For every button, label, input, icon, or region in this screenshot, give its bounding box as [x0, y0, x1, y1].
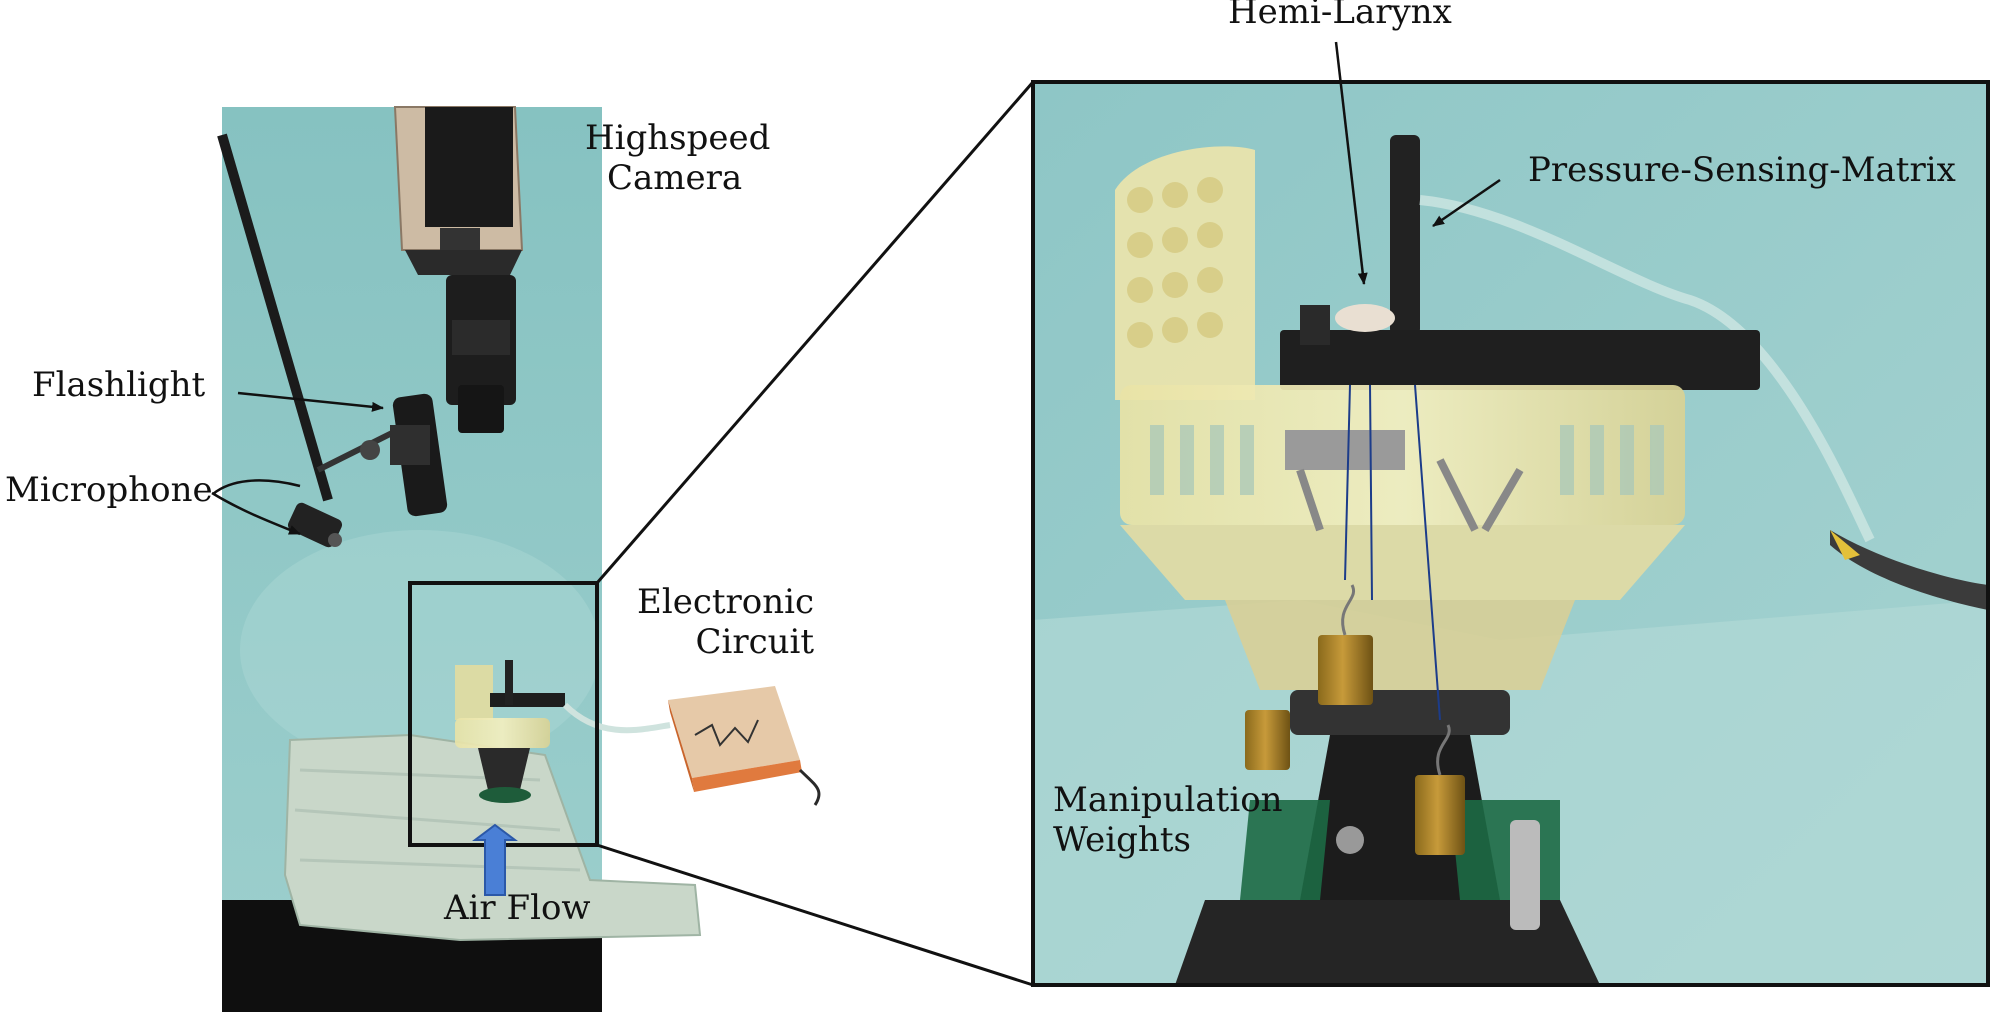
- microphone-boom: [217, 133, 400, 502]
- highspeed-camera-label-line1: Highspeed: [585, 118, 771, 158]
- microphone-cable: [212, 479, 301, 495]
- detail-photo: [1031, 80, 1990, 987]
- microphone: [287, 502, 343, 548]
- setup-photo-light-wash: [240, 530, 600, 770]
- pressure-sensing-film: [1419, 195, 1875, 543]
- springs: [1296, 458, 1524, 533]
- microphone-arrow: [211, 491, 301, 536]
- hemi-larynx-label: Hemi-Larynx: [1228, 0, 1452, 32]
- pressure-sensing-matrix-label: Pressure-Sensing-Matrix: [1528, 150, 1956, 190]
- larynx-model-small: [455, 660, 565, 803]
- highspeed-camera-label: Highspeed Camera: [585, 118, 770, 198]
- electronic-circuit-box: [668, 686, 821, 806]
- electronic-circuit-label: Electronic Circuit: [637, 582, 814, 662]
- microphone-label: Microphone: [5, 470, 213, 510]
- electronic-circuit-label-line2: Circuit: [695, 622, 815, 663]
- setup-photo: [217, 106, 821, 1012]
- manipulation-weights: [1245, 584, 1465, 855]
- zoom-connector-top: [595, 81, 1035, 584]
- flashlight-label: Flashlight: [32, 365, 206, 405]
- flashlight-arrow: [237, 391, 384, 412]
- air-flow-label: Air Flow: [444, 888, 591, 928]
- perforated-column: [1115, 146, 1255, 400]
- sensor-cable: [562, 702, 671, 734]
- highspeed-camera: [393, 106, 524, 433]
- annotation-arrows: [211, 41, 1501, 536]
- hemi-larynx-tissue: [1335, 304, 1395, 332]
- manipulation-weights-label-line2: Weights: [1053, 820, 1191, 861]
- flashlight: [360, 393, 448, 517]
- vertical-support-bar: [1390, 135, 1420, 335]
- electronic-circuit-label-line1: Electronic: [637, 582, 815, 622]
- sensor-strip-tip: [1830, 530, 1860, 560]
- up-arrow-icon: [472, 823, 518, 896]
- top-plate-stub: [1300, 305, 1330, 345]
- pressure-sensing-matrix-arrow: [1432, 178, 1501, 228]
- top-plate: [1280, 330, 1760, 390]
- detail-frame: [1031, 80, 1990, 987]
- zoom-connector-bottom: [596, 843, 1034, 987]
- sensor-strip-end: [1830, 530, 1988, 610]
- hemi-larynx-arrow: [1334, 41, 1368, 285]
- manipulation-weights-label: Manipulation Weights: [1053, 780, 1283, 860]
- amber-ring: [1120, 385, 1685, 600]
- manipulation-weights-label-line1: Manipulation: [1053, 780, 1283, 820]
- suspension-threads: [1344, 384, 1441, 721]
- highspeed-camera-label-line2: Camera: [607, 158, 743, 199]
